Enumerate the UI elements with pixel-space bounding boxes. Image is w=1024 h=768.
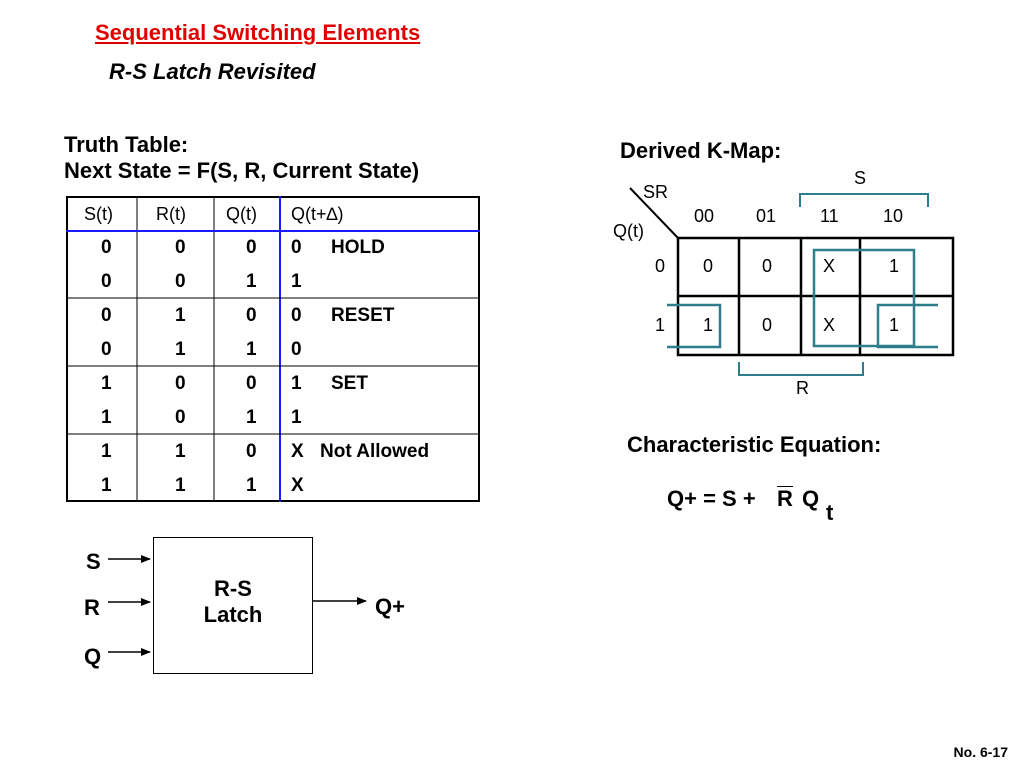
truth-table-cell: 0 [175,237,186,258]
truth-table-cell: 1 [246,271,257,292]
truth-table-grid [66,196,480,502]
truth-table-cell: 0 [101,237,112,258]
truth-table-cell: 0 [101,271,112,292]
truth-table-cell: 1 [175,305,186,326]
kmap-row-header: 1 [655,315,666,335]
truth-table-cell: 1 [101,373,112,394]
kmap-col-header: 11 [820,206,839,226]
kmap-group-wrap-left [667,303,722,349]
truth-table-cell: 0 [291,339,302,360]
truth-table-cell: 0 [101,339,112,360]
kmap-cell: X [823,315,836,335]
header-qnext: Q(t+∆) [291,204,344,224]
slide-number: No. 6-17 [953,744,1008,760]
kmap-group-wrap-right [876,303,938,349]
truth-table-cell: 1 [246,475,257,496]
equation-heading: Characteristic Equation: [627,432,882,457]
truth-table-cell: 0 [175,373,186,394]
input-s-label: S [86,549,101,574]
output-q-label: Q+ [375,594,405,619]
slide-subtitle: R-S Latch Revisited [109,59,316,84]
truth-table-cell: 0 [246,237,257,258]
truth-table-cell: 1 [101,441,112,462]
truth-table-state-label: RESET [331,305,395,326]
header-s: S(t) [84,204,113,224]
kmap-cell: 0 [762,256,773,276]
truth-table-state-label: SET [331,373,368,394]
truth-table-state-label: Not Allowed [320,441,430,462]
latch-label-line2: Latch [203,602,263,627]
kmap-s-label: S [854,168,867,188]
input-r-label: R [84,595,100,620]
header-r: R(t) [156,204,186,224]
latch-label: R-S Latch [153,576,313,628]
kmap-r-brace [738,362,864,376]
kmap-cell: X [823,256,836,276]
kmap-cell: 0 [762,315,773,335]
truth-table-cell: 1 [175,339,186,360]
kmap-cell: 1 [703,315,714,335]
truth-table-cell: 0 [175,271,186,292]
kmap-row-header: 0 [655,256,666,276]
kmap-r-label: R [796,378,809,398]
equation-r-bar: R [777,486,793,511]
truth-table-cell: 0 [101,305,112,326]
truth-table-cell: 0 [291,237,302,258]
kmap-cell: 1 [889,315,900,335]
equation-lhs: Q+ = S + [667,486,756,511]
slide-title: Sequential Switching Elements [95,20,421,45]
truth-table-cell: 0 [291,305,302,326]
truth-table-cell: 1 [291,271,302,292]
truth-table-cell: 1 [101,475,112,496]
truth-table-cell: 1 [175,441,186,462]
truth-table-cell: 1 [246,339,257,360]
truth-table-cell: 1 [246,407,257,428]
kmap-row-var: Q(t) [613,221,644,241]
input-q-label: Q [84,644,102,669]
equation-q: Q [802,486,820,511]
truth-table-heading: Truth Table: [64,132,189,157]
kmap-s-brace [799,193,929,207]
kmap-col-var: SR [643,182,669,202]
truth-table [66,196,480,502]
kmap-cell: 0 [703,256,714,276]
header-q: Q(t) [226,204,257,224]
equation-subscript: t [826,500,834,525]
kmap-heading: Derived K-Map: [620,138,782,163]
latch-block [153,537,313,674]
kmap-diagonal [629,187,679,239]
truth-table-cell: X [291,475,304,496]
truth-table-cell: 1 [291,373,302,394]
truth-table-subheading: Next State = F(S, R, Current State) [64,158,420,183]
truth-table-state-label: HOLD [331,237,385,258]
truth-table-cell: X [291,441,304,462]
truth-table-cell: 1 [291,407,302,428]
kmap-col-header: 00 [694,206,715,226]
kmap-col-header: 01 [756,206,777,226]
truth-table-cell: 1 [175,475,186,496]
kmap-col-header: 10 [883,206,904,226]
truth-table-cell: 1 [101,407,112,428]
truth-table-cell: 0 [246,441,257,462]
truth-table-cell: 0 [246,373,257,394]
truth-table-cell: 0 [175,407,186,428]
kmap-cell: 1 [889,256,900,276]
latch-label-line1: R-S [214,576,252,601]
kmap-group-sx [812,248,916,348]
truth-table-cell: 0 [246,305,257,326]
